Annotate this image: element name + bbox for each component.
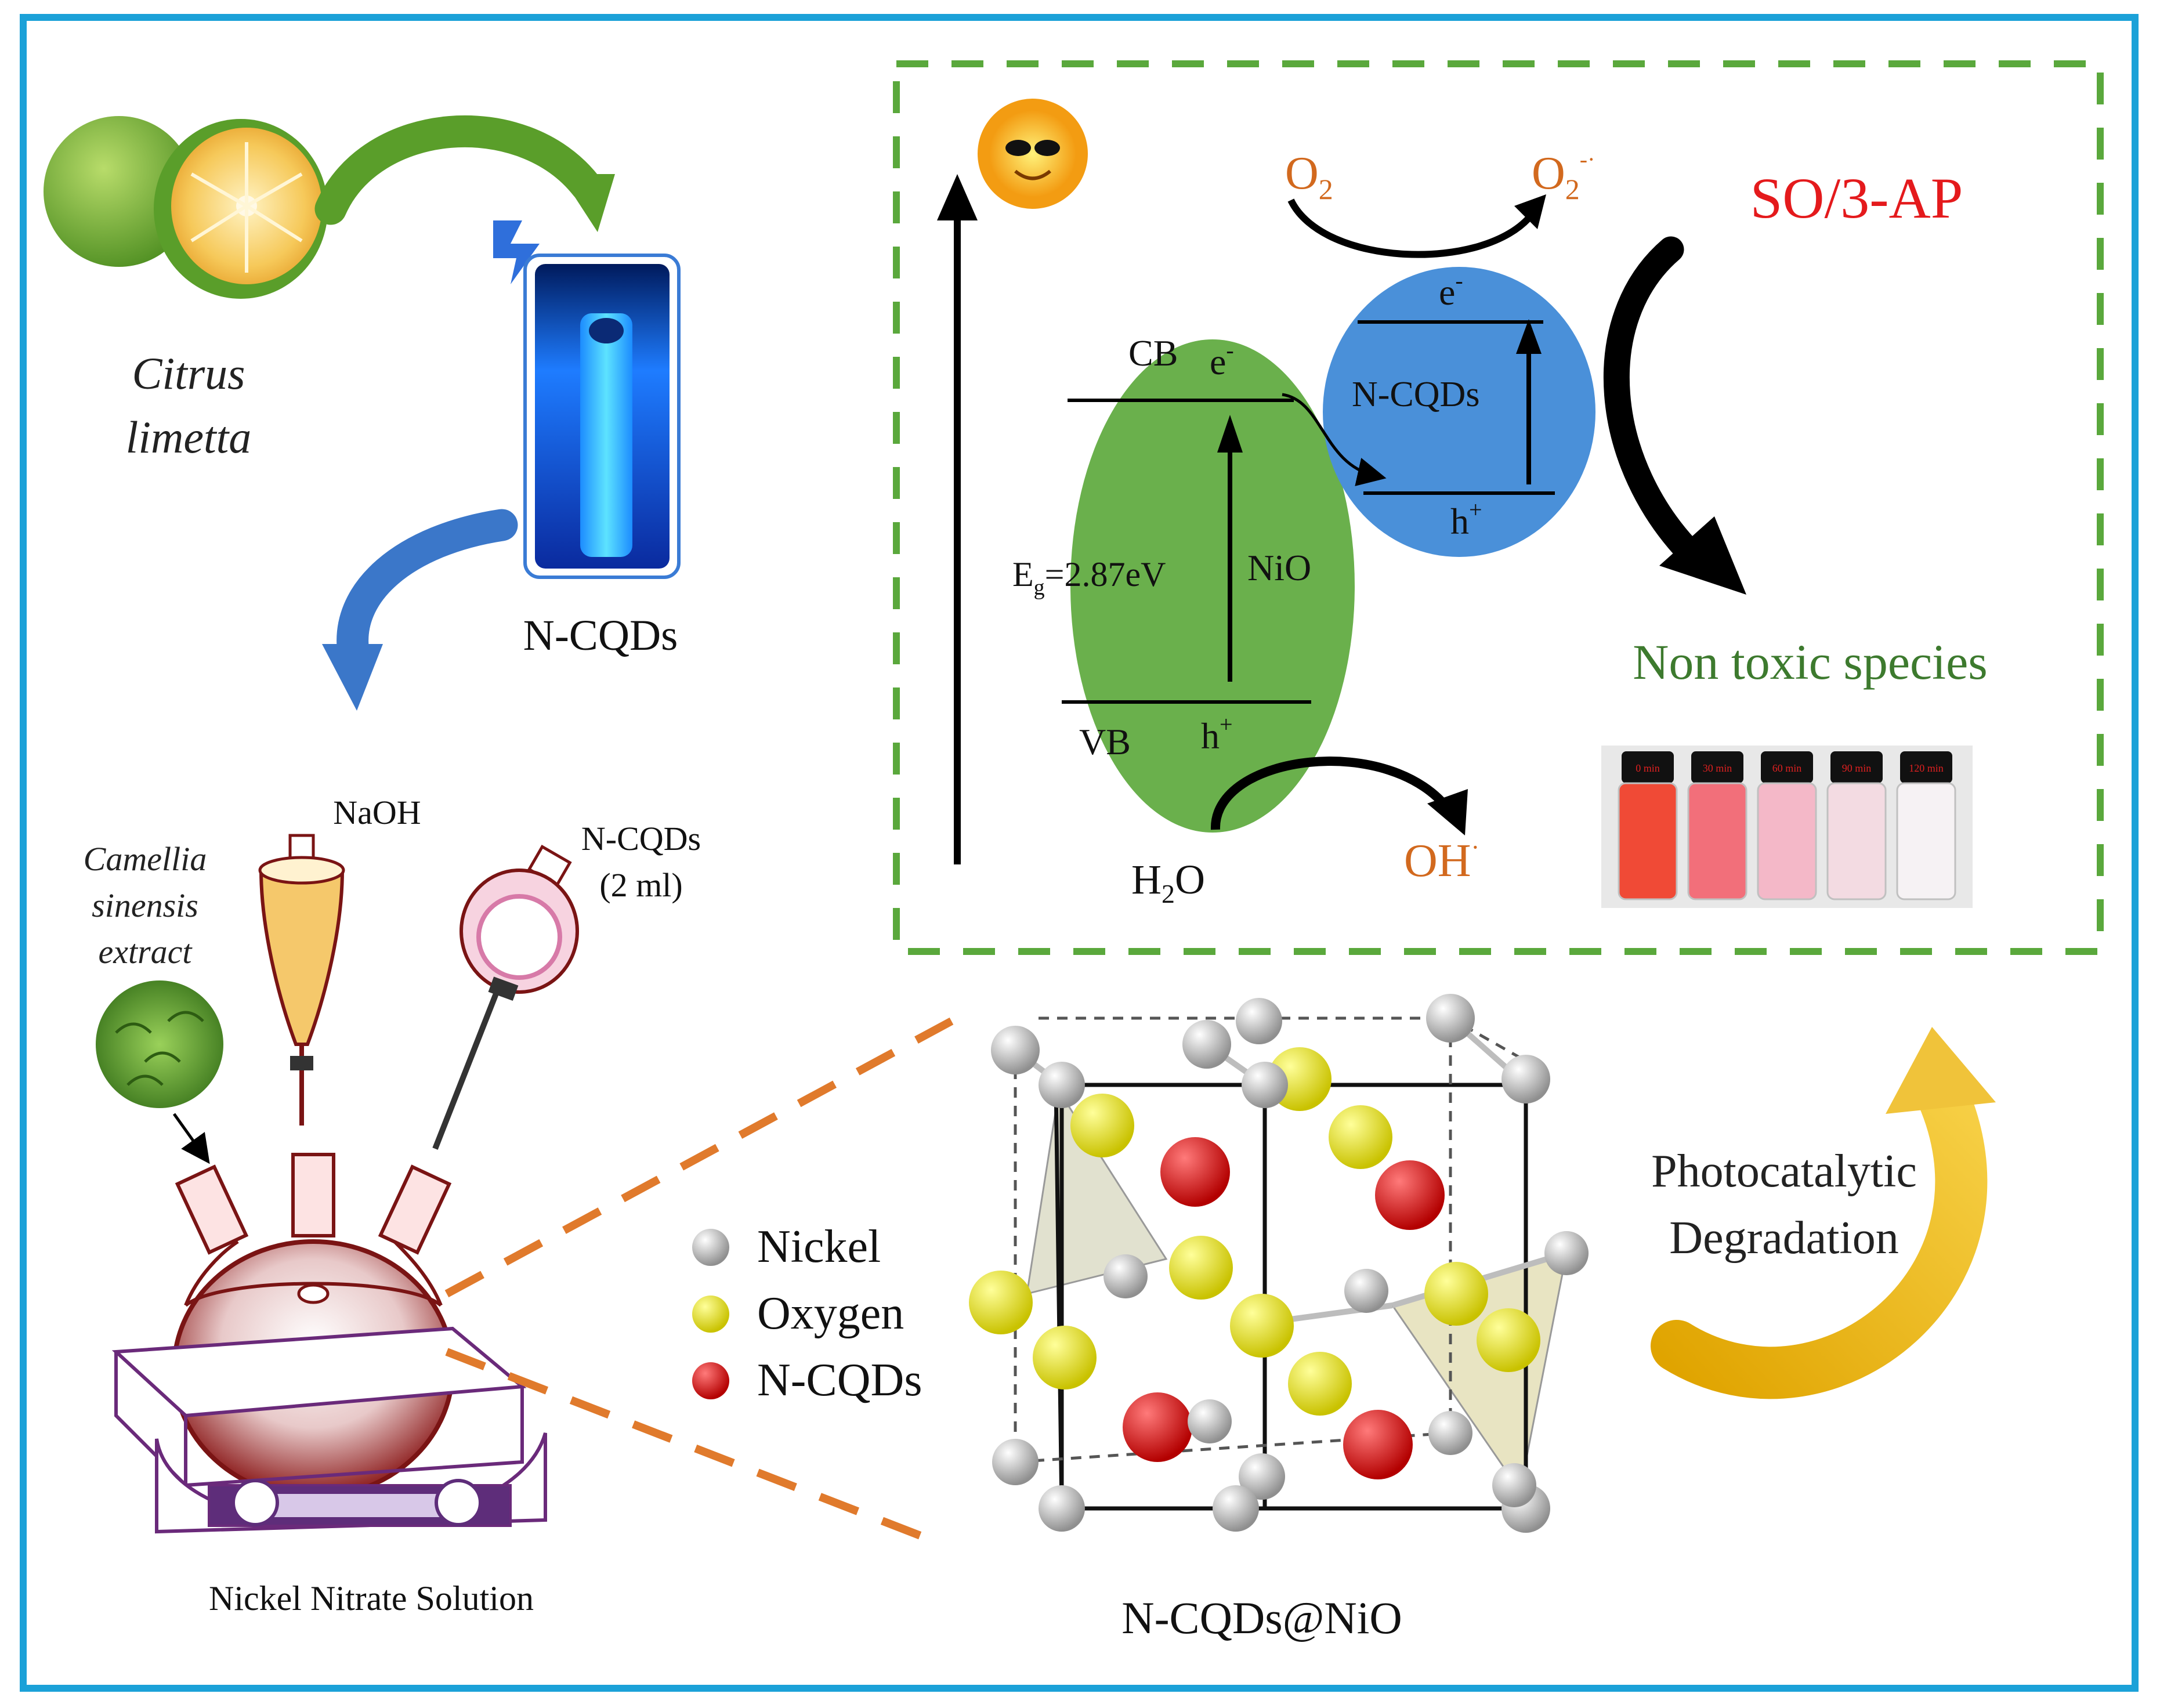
photocatalytic-label-line1: Photocatalytic	[1651, 1146, 1917, 1197]
vial-label-1: 0 min	[1636, 762, 1660, 774]
legend-oxygen-sphere	[692, 1296, 729, 1333]
o2-radical-label: O2-·	[1532, 146, 1595, 205]
non-toxic-label: Non toxic species	[1633, 634, 1987, 690]
degradation-arrowhead	[1659, 516, 1746, 595]
pollutant-label: SO/3-AP	[1750, 166, 1963, 230]
legend-nickel-label: Nickel	[757, 1221, 881, 1272]
hot-plate-knob-left	[231, 1479, 279, 1526]
outer-frame	[20, 14, 2139, 1692]
atom-legend: Nickel Oxygen N-CQDs	[692, 1221, 922, 1406]
vial-label-5: 120 min	[1909, 762, 1944, 774]
green-arrow	[314, 115, 615, 232]
camellia-label-line2: sinensis	[92, 886, 198, 924]
nio-crystal-structure	[969, 994, 1589, 1533]
legend-nickel-sphere	[692, 1229, 729, 1266]
legend-ncqds-label: N-CQDs	[757, 1355, 922, 1406]
citrus-label-line2: limetta	[126, 412, 252, 462]
ncqds-vial-label: N-CQDs	[523, 611, 678, 660]
vial-label-2: 30 min	[1703, 762, 1732, 774]
citrus-label-line1: Citrus	[132, 348, 245, 399]
degradation-vials-photo: 0 min 30 min 60 min 90 min 120 min	[1601, 746, 1973, 908]
water-oxidation-arrow	[1210, 757, 1455, 830]
orange-dashed-connectors	[444, 1017, 954, 1547]
legend-oxygen-label: Oxygen	[757, 1288, 904, 1339]
legend-ncqds-sphere	[692, 1362, 729, 1399]
vb-hole: h+	[1201, 711, 1233, 757]
blue-arrow	[322, 509, 518, 711]
product-label: N-CQDs@NiO	[1121, 1593, 1402, 1643]
ncqds-funnel-label-line2: (2 ml)	[599, 866, 682, 904]
photocatalytic-label-line2: Degradation	[1669, 1213, 1898, 1264]
ncqds-band-label: N-CQDs	[1352, 375, 1479, 414]
ncqds-hole: h+	[1450, 497, 1482, 542]
vial-label-3: 60 min	[1772, 762, 1802, 774]
ncqds-electron: e-	[1439, 267, 1463, 313]
sun-icon	[978, 99, 1088, 209]
camellia-label-line1: Camellia	[84, 840, 207, 878]
citrus-limetta-image	[44, 116, 328, 299]
hot-plate-knob-right	[435, 1479, 482, 1526]
nio-label: NiO	[1247, 547, 1311, 588]
three-neck-flask	[172, 1153, 455, 1499]
cb-label: CB	[1128, 332, 1178, 374]
photocatalytic-arrow	[1651, 1027, 1996, 1399]
oh-radical-label: OH·	[1404, 833, 1479, 886]
h2o-label: H2O	[1131, 856, 1205, 909]
ncqds-dropping-funnel	[432, 845, 579, 1150]
ncqds-funnel-label-line1: N-CQDs	[581, 820, 701, 857]
nickel-nitrate-label: Nickel Nitrate Solution	[209, 1579, 534, 1617]
eg-label: Eg=2.87eV	[1012, 555, 1166, 600]
tea-arrow	[172, 1113, 210, 1164]
naoh-label: NaOH	[333, 794, 421, 831]
vb-label: VB	[1079, 721, 1131, 762]
o2-reduction-arrow	[1287, 198, 1535, 258]
electron-transfer-arrow	[1282, 393, 1387, 486]
camellia-label-line3: extract	[98, 933, 193, 971]
o2-label: O2	[1285, 148, 1333, 205]
hot-plate-stirrer	[111, 1326, 547, 1534]
cb-electron: e-	[1210, 337, 1234, 382]
vial-label-4: 90 min	[1842, 762, 1872, 774]
tea-leaves-image	[96, 980, 223, 1108]
ncqds-vial-photo	[523, 254, 681, 579]
nio-ellipse	[1070, 339, 1355, 833]
naoh-separatory-funnel	[258, 834, 345, 1126]
uv-lightning-icon	[493, 220, 540, 284]
degradation-curved-arrow	[1603, 236, 1707, 570]
